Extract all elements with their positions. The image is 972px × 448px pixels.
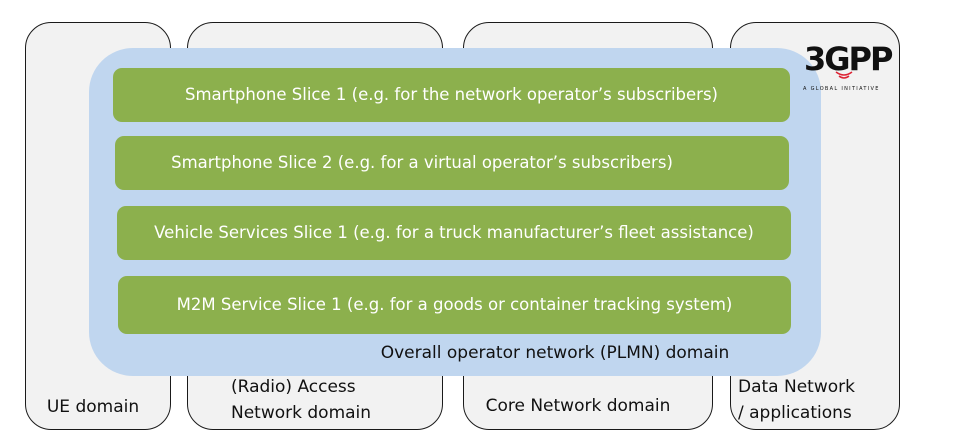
plmn-label: Overall operator network (PLMN) domain	[380, 343, 730, 363]
slice-m2m-service-1: M2M Service Slice 1 (e.g. for a goods or…	[118, 276, 791, 334]
data-network-label: Data Network / applications	[738, 377, 855, 423]
logo-signal-icon	[835, 71, 853, 79]
slice-smartphone-1: Smartphone Slice 1 (e.g. for the network…	[113, 68, 790, 122]
logo-mark: 3GPP	[804, 40, 893, 78]
slice-smartphone-2: Smartphone Slice 2 (e.g. for a virtual o…	[115, 136, 789, 190]
slice-vehicle-services-1: Vehicle Services Slice 1 (e.g. for a tru…	[117, 206, 791, 260]
core-domain-label: Core Network domain	[485, 396, 671, 416]
ue-domain-label: UE domain	[46, 397, 140, 417]
logo-tagline: A GLOBAL INITIATIVE	[803, 86, 880, 92]
3gpp-logo: 3GPP A GLOBAL INITIATIVE	[800, 40, 894, 96]
ran-domain-label: (Radio) Access Network domain	[231, 377, 372, 423]
